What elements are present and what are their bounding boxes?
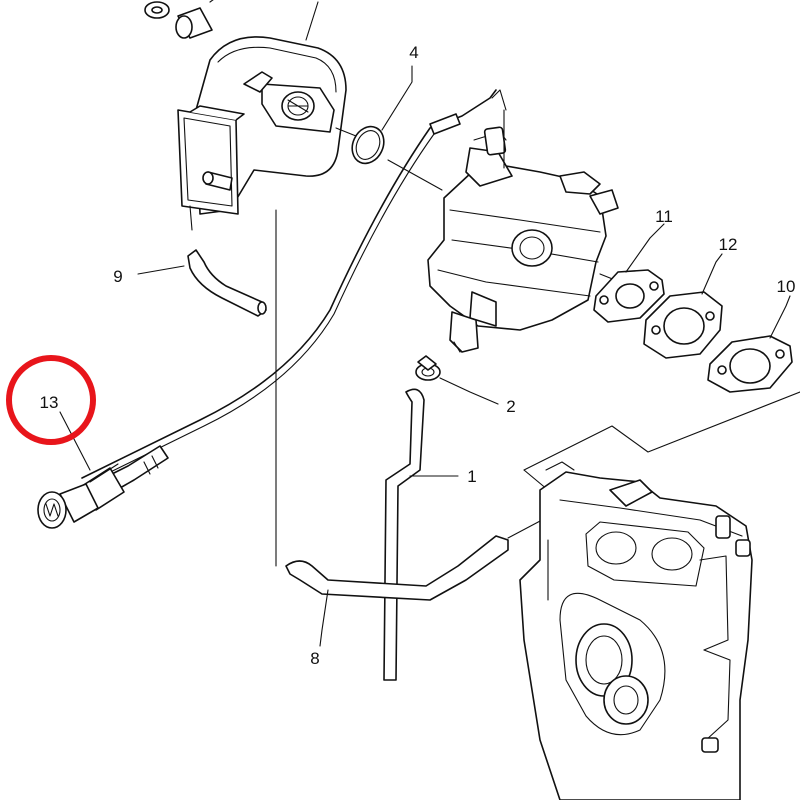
callout-2: 2 <box>506 397 515 416</box>
callout-1: 1 <box>467 467 476 486</box>
o-ring-4 <box>351 125 385 165</box>
callout-9: 9 <box>113 267 122 286</box>
leader-9 <box>137 265 185 275</box>
leader-11 <box>625 223 665 273</box>
callout-11: 11 <box>655 207 673 226</box>
dash-hose8-block <box>507 519 543 539</box>
leader-8 <box>319 589 329 647</box>
hose-clip-2 <box>415 355 441 381</box>
engine-block <box>519 461 753 800</box>
dash-ring-carb <box>387 159 443 191</box>
leader-10 <box>769 295 791 339</box>
callout-13: 13 <box>40 393 59 412</box>
highlight-circle <box>6 355 96 445</box>
gasket-10 <box>707 335 793 393</box>
fuel-pump <box>177 36 347 231</box>
bushing-part <box>175 0 214 39</box>
washer-part <box>144 1 170 19</box>
gasket-11 <box>593 269 665 323</box>
callout-12: 12 <box>719 235 738 254</box>
leader-2 <box>439 377 499 405</box>
leader-12 <box>701 253 723 295</box>
gasket-12 <box>643 291 723 359</box>
choke-cable-edge <box>85 133 435 485</box>
choke-knob-13 <box>37 445 169 529</box>
hose-9 <box>187 249 267 317</box>
hose-1 <box>383 388 425 681</box>
callout-8: 8 <box>310 649 319 668</box>
cable-clip <box>429 113 461 135</box>
assembly-bracket-line <box>523 391 800 471</box>
dash-pump-ring <box>335 127 357 137</box>
callout-10: 10 <box>777 277 796 296</box>
choke-cable <box>81 89 497 479</box>
leader-top <box>305 1 319 41</box>
callout-4: 4 <box>409 43 418 62</box>
leader-4 <box>381 65 413 131</box>
carburetor <box>427 89 619 353</box>
hose-8 <box>285 535 509 601</box>
leader-13 <box>59 411 91 471</box>
